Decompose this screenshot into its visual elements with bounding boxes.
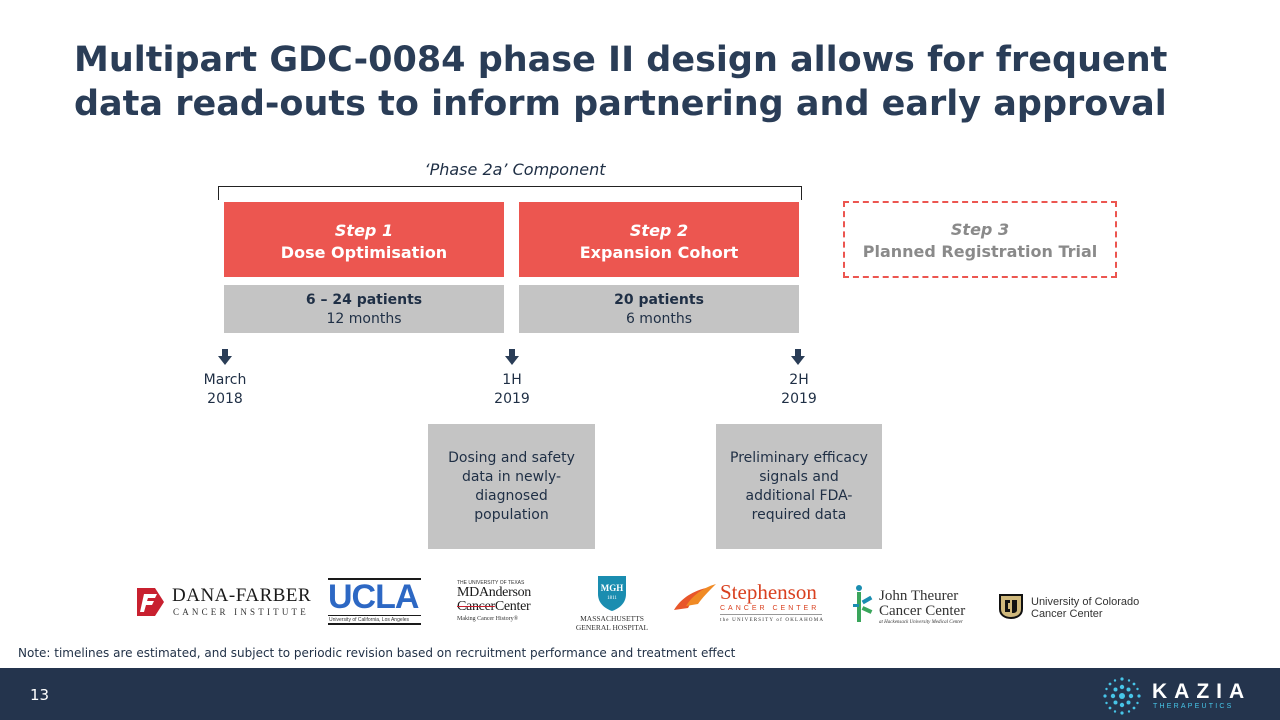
dana-farber-name: DANA-FARBER bbox=[172, 585, 312, 606]
cu-monogram-icon bbox=[999, 594, 1023, 620]
dana-farber-emblem-icon bbox=[137, 588, 164, 616]
milestone-year: 2019 bbox=[494, 391, 530, 407]
ucla-wordmark: UCLA bbox=[328, 578, 419, 616]
phase-2a-bracket bbox=[218, 186, 802, 200]
john-theurer-name-2: Cancer Center bbox=[879, 603, 966, 619]
stephenson-logo: Stephenson CANCER CENTER the UNIVERSITY … bbox=[672, 580, 826, 628]
milestone-label: 1H bbox=[502, 372, 522, 388]
kazia-dots-logo-icon bbox=[1103, 677, 1141, 715]
md-anderson-logo: THE UNIVERSITY OF TEXAS MDAnderson Cance… bbox=[457, 580, 547, 625]
john-theurer-name-1: John Theurer bbox=[879, 588, 959, 604]
john-theurer-sub: at Hackensack University Medical Center bbox=[879, 620, 963, 625]
down-arrow-icon bbox=[505, 349, 519, 365]
step-2-number: Step 2 bbox=[629, 221, 689, 240]
mgh-name-2: GENERAL HOSPITAL bbox=[575, 623, 649, 632]
step-2-box: Step 2 Expansion Cohort bbox=[519, 202, 799, 277]
milestone-year: 2018 bbox=[207, 391, 243, 407]
page-number: 13 bbox=[30, 686, 50, 704]
dana-farber-sub: CANCER INSTITUTE bbox=[173, 607, 309, 617]
step-1-patient-count: 6 – 24 patients bbox=[305, 292, 423, 308]
step-3-box: Step 3 Planned Registration Trial bbox=[843, 201, 1117, 278]
john-theurer-emblem-icon bbox=[853, 585, 873, 622]
dana-farber-logo: DANA-FARBER CANCER INSTITUTE bbox=[133, 584, 311, 620]
stephenson-name: Stephenson bbox=[720, 580, 817, 604]
step-3-name: Planned Registration Trial bbox=[862, 242, 1098, 261]
readout-2h-2019: Preliminary efficacy signals and additio… bbox=[716, 424, 882, 549]
milestone-label: 2H bbox=[789, 372, 809, 388]
milestone-label: March bbox=[203, 372, 247, 388]
ucla-sub: University of California, Los Angeles bbox=[329, 617, 410, 623]
down-arrow-icon bbox=[791, 349, 805, 365]
readout-1h-2019: Dosing and safety data in newly-diagnose… bbox=[428, 424, 595, 549]
step-3-number: Step 3 bbox=[950, 220, 1010, 239]
kazia-subtitle: THERAPEUTICS bbox=[1153, 703, 1234, 710]
milestone-2h-2019: 2H 2019 bbox=[754, 371, 844, 409]
stephenson-flame-icon bbox=[674, 584, 716, 610]
mgh-logo: MGH 1811 MASSACHUSETTS GENERAL HOSPITAL bbox=[570, 574, 654, 632]
milestone-march-2018: March 2018 bbox=[180, 371, 270, 409]
md-anderson-center: Center bbox=[494, 599, 531, 614]
milestone-year: 2019 bbox=[781, 391, 817, 407]
step-2-name: Expansion Cohort bbox=[579, 243, 739, 262]
md-anderson-tagline: Making Cancer History® bbox=[457, 616, 519, 622]
stephenson-sub-2: the UNIVERSITY of OKLAHOMA bbox=[720, 618, 825, 623]
mgh-badge-text: MGH bbox=[600, 583, 624, 593]
md-anderson-top: THE UNIVERSITY OF TEXAS bbox=[457, 580, 525, 586]
step-1-number: Step 1 bbox=[334, 221, 394, 240]
john-theurer-logo: John Theurer Cancer Center at Hackensack… bbox=[852, 584, 986, 628]
phase-2a-label: ‘Phase 2a’ Component bbox=[424, 160, 606, 179]
down-arrow-icon bbox=[218, 349, 232, 365]
step-1-patients-box: 6 – 24 patients 12 months bbox=[224, 285, 504, 333]
mgh-shield-icon bbox=[598, 576, 626, 611]
university-of-colorado-logo: University of Colorado Cancer Center bbox=[997, 592, 1142, 622]
step-2-duration: 6 months bbox=[625, 311, 693, 327]
slide-title: Multipart GDC-0084 phase II design allow… bbox=[74, 40, 1168, 124]
md-anderson-cancer: Cancer bbox=[457, 599, 495, 614]
stephenson-sub: CANCER CENTER bbox=[720, 605, 820, 612]
ucla-logo: UCLA University of California, Los Angel… bbox=[328, 578, 421, 625]
step-2-patients-box: 20 patients 6 months bbox=[519, 285, 799, 333]
colorado-name-1: University of Colorado bbox=[1031, 596, 1140, 608]
mgh-badge-year: 1811 bbox=[607, 596, 617, 601]
footnote: Note: timelines are estimated, and subje… bbox=[18, 646, 736, 660]
md-anderson-name: MDAnderson bbox=[457, 585, 531, 600]
step-1-duration: 12 months bbox=[326, 311, 402, 327]
step-1-name: Dose Optimisation bbox=[280, 243, 448, 262]
milestone-1h-2019: 1H 2019 bbox=[467, 371, 557, 409]
mgh-name-1: MASSACHUSETTS bbox=[580, 614, 644, 623]
step-2-patient-count: 20 patients bbox=[614, 292, 704, 308]
colorado-name-2: Cancer Center bbox=[1031, 608, 1103, 620]
footer-bar bbox=[0, 668, 1280, 720]
kazia-wordmark: KAZIA bbox=[1152, 680, 1252, 703]
step-1-box: Step 1 Dose Optimisation bbox=[224, 202, 504, 277]
